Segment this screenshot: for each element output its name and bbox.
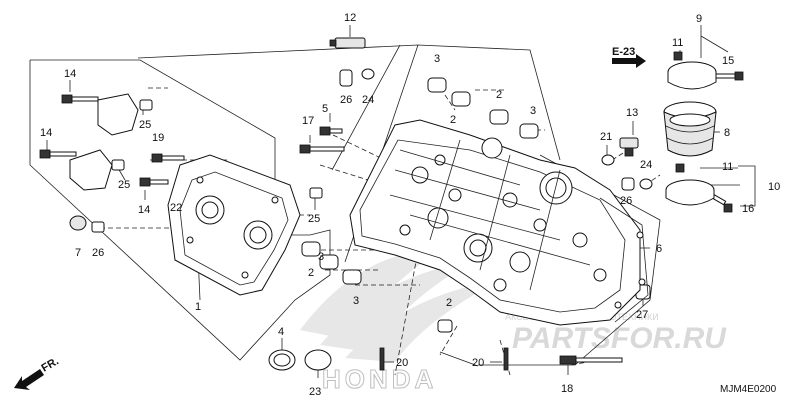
callout-26-c: 26 [620, 195, 632, 207]
callout-27: 27 [636, 309, 648, 321]
band-clamp-10 [665, 179, 715, 206]
callout-15: 15 [722, 55, 734, 67]
dowel-2-lower [301, 241, 321, 257]
watermark-line2: PARTSFOR.RU [512, 322, 727, 355]
bolt-19 [151, 153, 185, 163]
callout-1: 1 [195, 301, 201, 313]
callout-17: 17 [302, 115, 314, 127]
part-1-cover [167, 154, 301, 296]
callout-14-b: 14 [40, 127, 52, 139]
callout-16: 16 [742, 203, 754, 215]
dowel-25-mid [111, 159, 125, 171]
dowel-26-right [621, 177, 635, 191]
callout-12: 12 [344, 12, 356, 24]
dowel-3-bottom [342, 269, 362, 285]
cam-holder-lower [69, 149, 113, 191]
bolt-14-low [139, 177, 169, 187]
callout-5: 5 [322, 103, 328, 115]
callout-2-d: 2 [446, 297, 452, 309]
callout-11-a: 11 [672, 37, 683, 49]
dowel-2-bottom [437, 319, 453, 333]
bolt-14-mid [39, 149, 77, 159]
callout-14-c: 14 [138, 204, 150, 216]
diagram-code: MJM4E0200 [720, 384, 777, 395]
callout-3-d: 3 [353, 295, 359, 307]
callout-3-b: 3 [530, 105, 536, 117]
callout-labels: 12 14 14 14 25 25 25 19 22 7 26 26 26 24… [40, 12, 780, 398]
callout-6: 6 [656, 243, 662, 255]
callout-11-b: 11 [722, 161, 733, 173]
callout-18: 18 [561, 383, 573, 395]
callout-25-c: 25 [308, 213, 320, 225]
callout-2-c: 2 [308, 267, 314, 279]
honda-wing-logo [300, 250, 500, 362]
washer-21 [601, 154, 615, 166]
fr-arrow-icon [14, 369, 44, 390]
callout-25-b: 25 [118, 179, 130, 191]
callout-13: 13 [626, 107, 638, 119]
callout-9: 9 [696, 13, 702, 25]
callout-20-b: 20 [472, 357, 484, 369]
dowel-26-top [339, 69, 353, 87]
bolt-17 [299, 144, 345, 154]
dowel-3-right [519, 123, 539, 139]
fr-direction: FR. [14, 355, 61, 390]
oring-23 [304, 349, 332, 371]
cylinder-head [349, 119, 649, 326]
ref-e23-label: E-23 [612, 46, 635, 58]
callout-3-c: 3 [318, 251, 324, 263]
dowel-2-mid [489, 109, 509, 125]
bolt-5 [319, 126, 343, 136]
bolt-14-top [61, 94, 99, 104]
cam-holder-upper [97, 93, 139, 136]
washer-24-top [361, 68, 375, 80]
callout-7: 7 [75, 247, 81, 259]
dowel-3-lower [319, 254, 339, 270]
stud-20-left [379, 347, 385, 371]
callout-26-a: 26 [92, 247, 104, 259]
callout-2-a: 2 [496, 89, 502, 101]
callout-14-a: 14 [64, 68, 76, 80]
callout-23: 23 [309, 386, 321, 398]
dowel-25-top [139, 99, 153, 111]
callout-25-a: 25 [139, 119, 151, 131]
ref-e23: E-23 [612, 46, 646, 68]
dowel-2-top [451, 91, 471, 107]
ref-e23-arrow [612, 54, 646, 68]
callout-19: 19 [152, 132, 164, 144]
dowel-25-right [309, 187, 323, 199]
sensor-13 [619, 137, 639, 157]
dowel-3-top [427, 77, 447, 93]
clamp-11-low [675, 163, 685, 173]
band-clamp-9 [667, 61, 717, 90]
fr-label: FR. [40, 355, 61, 374]
bolt-18 [559, 355, 623, 365]
washer-24-right [639, 178, 653, 190]
callout-24-a: 24 [362, 94, 374, 106]
intake-boot-8 [663, 101, 717, 157]
callout-2-b: 2 [450, 114, 456, 126]
ring-4-inner [273, 353, 291, 367]
seal-7 [69, 215, 87, 231]
callout-4: 4 [278, 326, 284, 338]
callout-26-b: 26 [340, 94, 352, 106]
small-parts [39, 37, 744, 371]
clamp-11-top [673, 51, 683, 61]
callout-24-b: 24 [640, 159, 652, 171]
stud-20-right [503, 347, 509, 371]
callout-10: 10 [768, 181, 780, 193]
callout-20-a: 20 [396, 357, 408, 369]
dowel-26-left [91, 221, 105, 233]
callout-3-a: 3 [434, 53, 440, 65]
callout-8: 8 [724, 127, 730, 139]
watermark-brand: HONDA [322, 364, 437, 394]
bolt-15 [714, 71, 744, 81]
callout-21: 21 [600, 131, 612, 143]
part-12 [329, 37, 366, 49]
callout-22: 22 [170, 202, 182, 214]
